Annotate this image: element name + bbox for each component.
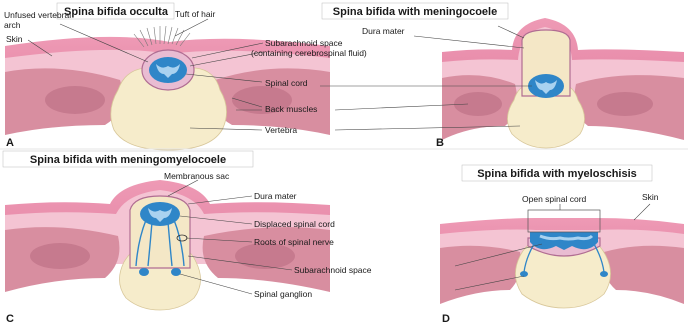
- panel-a: Spina bifida occulta Unfused vertebral a…: [4, 3, 367, 150]
- label-roots-spinal-nerve: Roots of spinal nerve: [254, 237, 334, 247]
- label-skin-a: Skin: [6, 34, 23, 44]
- panel-d-ganglion-right: [600, 271, 608, 277]
- label-tuft-of-hair: Tuft of hair: [175, 9, 215, 19]
- panel-a-title: Spina bifida occulta: [64, 6, 169, 18]
- label-displaced-cord: Displaced spinal cord: [254, 219, 335, 229]
- panel-b-letter: B: [436, 137, 444, 149]
- panel-b: Spina bifida with meningocoele Dura mate…: [320, 3, 684, 149]
- panel-b-muscle-inner-right: [597, 92, 653, 116]
- panel-a-letter: A: [6, 137, 14, 149]
- label-skin-d: Skin: [642, 192, 659, 202]
- panel-b-muscle-inner-left: [454, 92, 502, 116]
- label-unfused-arch-2: arch: [4, 20, 21, 30]
- label-dura-mater-c: Dura mater: [254, 191, 297, 201]
- panel-c-title: Spina bifida with meningomyelocoele: [30, 154, 226, 166]
- panel-d-muscle-left: [440, 246, 521, 304]
- label-vertebra: Vertebra: [265, 125, 297, 135]
- panel-c-muscle-inner-left: [30, 243, 90, 269]
- label-dura-mater-b: Dura mater: [362, 26, 405, 36]
- label-open-spinal-cord: Open spinal cord: [522, 194, 587, 204]
- label-spinal-cord-a: Spinal cord: [265, 78, 308, 88]
- panel-d: Spina bifida with myeloschisis Open spin…: [440, 165, 684, 325]
- panel-d-letter: D: [442, 313, 450, 325]
- panel-d-muscle-right: [603, 246, 684, 304]
- label-subarachnoid-c: Subarachnoid space: [294, 265, 372, 275]
- label-subarachnoid-a-1: Subarachnoid space: [265, 38, 343, 48]
- label-back-muscles: Back muscles: [265, 104, 317, 114]
- panel-c-ganglion-right: [171, 268, 181, 276]
- label-spinal-ganglion: Spinal ganglion: [254, 289, 312, 299]
- label-membranous-sac: Membranous sac: [164, 171, 230, 181]
- panel-d-open-cord: [530, 232, 598, 250]
- panel-c-ganglion-left: [139, 268, 149, 276]
- panel-c-letter: C: [6, 313, 14, 325]
- panel-d-title: Spina bifida with myeloschisis: [477, 168, 637, 180]
- panel-b-title: Spina bifida with meningocoele: [333, 6, 497, 18]
- panel-a-muscle-inner-left: [45, 86, 105, 114]
- label-unfused-arch-1: Unfused vertebral: [4, 10, 71, 20]
- label-subarachnoid-a-2: (containing cerebrospinal fluid): [251, 48, 367, 58]
- panel-c: Spina bifida with meningomyelocoele Memb…: [3, 151, 372, 325]
